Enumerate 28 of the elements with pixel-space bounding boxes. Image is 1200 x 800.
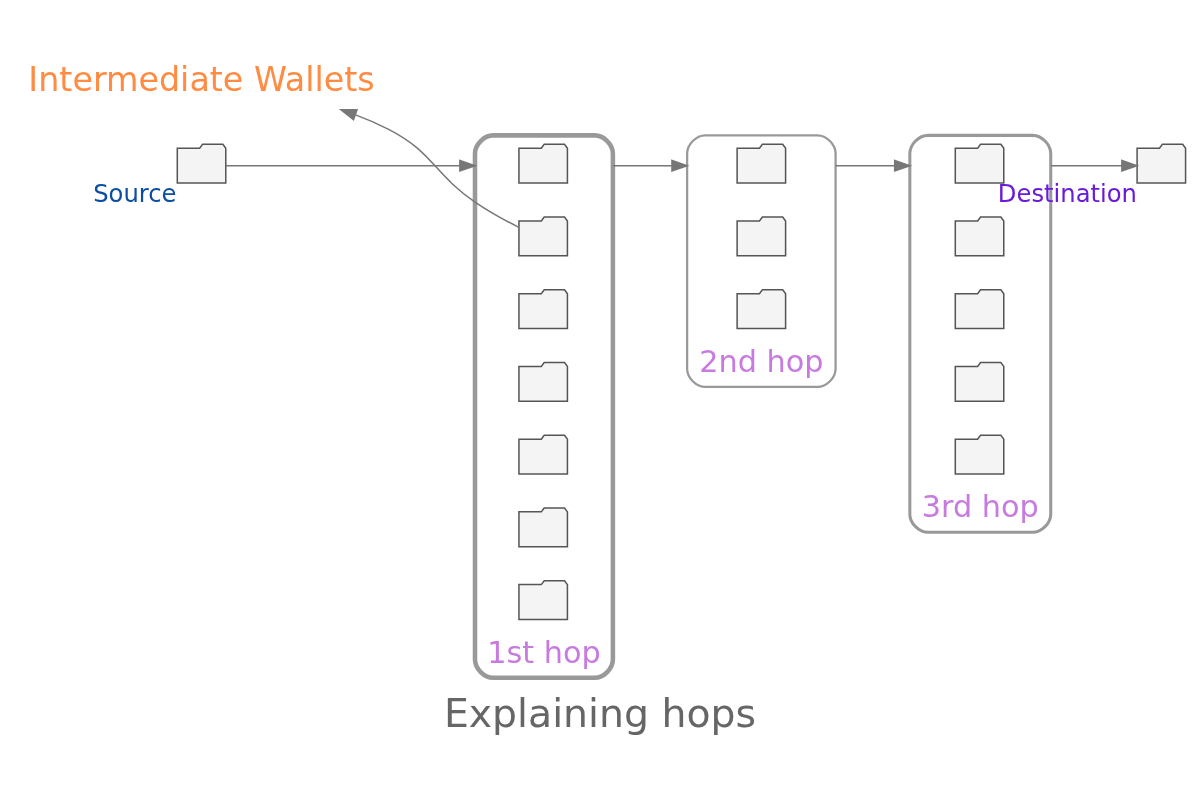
cluster: 1st hop	[472, 132, 616, 680]
arrow	[1050, 158, 1140, 172]
node-wallet	[518, 579, 569, 620]
node-wallet	[954, 143, 1005, 184]
node-wallet	[954, 288, 1005, 329]
node-wallet	[518, 361, 569, 402]
node-wallet	[176, 143, 227, 184]
node-label: Destination	[997, 178, 1137, 208]
arrow	[834, 158, 913, 172]
node-wallet	[1136, 143, 1187, 184]
node-wallet	[954, 361, 1005, 402]
arrow	[225, 158, 478, 172]
node-wallet	[954, 215, 1005, 257]
node-wallet	[736, 215, 787, 257]
arrow	[612, 158, 690, 172]
node-wallet	[518, 506, 569, 547]
node-wallet	[736, 143, 787, 184]
node-text: Intermediate Wallets	[28, 59, 375, 99]
caption: Explaining hops	[443, 689, 757, 736]
node-wallet	[518, 215, 569, 257]
node-wallet	[518, 434, 569, 475]
cluster: 2nd hop	[686, 133, 837, 388]
node-wallet	[954, 434, 1005, 475]
node-wallet	[518, 288, 569, 329]
arrow	[338, 108, 520, 228]
node-wallet	[518, 143, 569, 184]
node-wallet	[736, 288, 787, 329]
node-label: Source	[93, 178, 177, 208]
